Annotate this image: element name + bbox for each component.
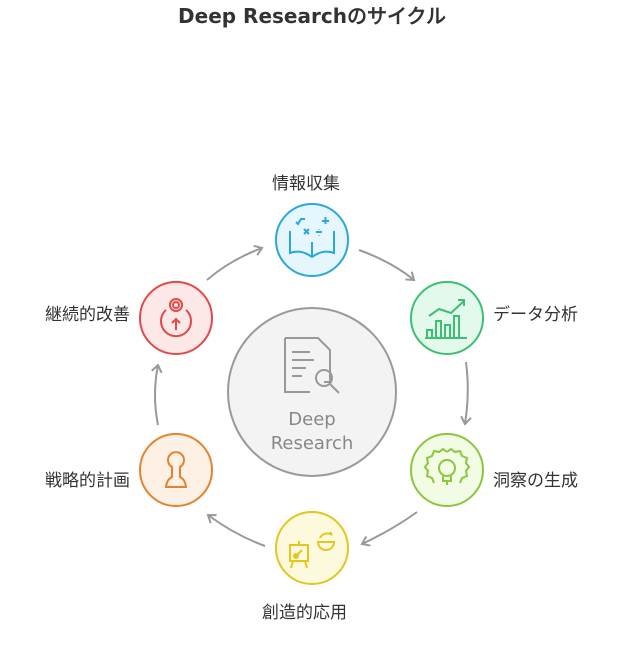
label-creative-application: 創造的応用: [262, 603, 347, 623]
gear-bulb-icon: [423, 447, 471, 485]
step-improve: [139, 281, 213, 355]
arrow-insight-to-creative: [360, 511, 418, 547]
center-circle: [227, 307, 397, 477]
arrow-creative-to-strategy: [206, 513, 266, 547]
target-up-icon: [160, 298, 192, 338]
document-search-icon: [284, 337, 340, 394]
arrow-strategy-to-improve: [151, 363, 163, 426]
label-insight-generation: 洞察の生成: [493, 471, 578, 491]
center-label: Deep Research: [252, 408, 372, 456]
center-label-line1: Deep: [288, 409, 336, 430]
label-data-analysis: データ分析: [493, 305, 578, 325]
label-information-gathering: 情報収集: [272, 174, 340, 194]
step-strategy: [139, 433, 213, 507]
book-math-icon: [289, 217, 335, 259]
easel-icon: [289, 531, 336, 569]
step-collect: [275, 203, 349, 277]
label-continuous-improvement: 継続的改善: [45, 305, 130, 325]
step-analysis: [410, 281, 484, 355]
arrow-analysis-to-insight: [460, 361, 472, 426]
step-creative: [275, 511, 349, 585]
step-insight: [410, 433, 484, 507]
chess-pawn-icon: [164, 451, 188, 488]
center-label-line2: Research: [270, 433, 354, 454]
label-strategic-planning: 戦略的計画: [45, 471, 130, 491]
diagram-title: Deep Researchのサイクル: [178, 4, 446, 28]
arrow-collect-to-analysis: [358, 249, 416, 282]
chart-growth-icon: [425, 299, 467, 339]
arrow-improve-to-collect: [206, 244, 264, 281]
